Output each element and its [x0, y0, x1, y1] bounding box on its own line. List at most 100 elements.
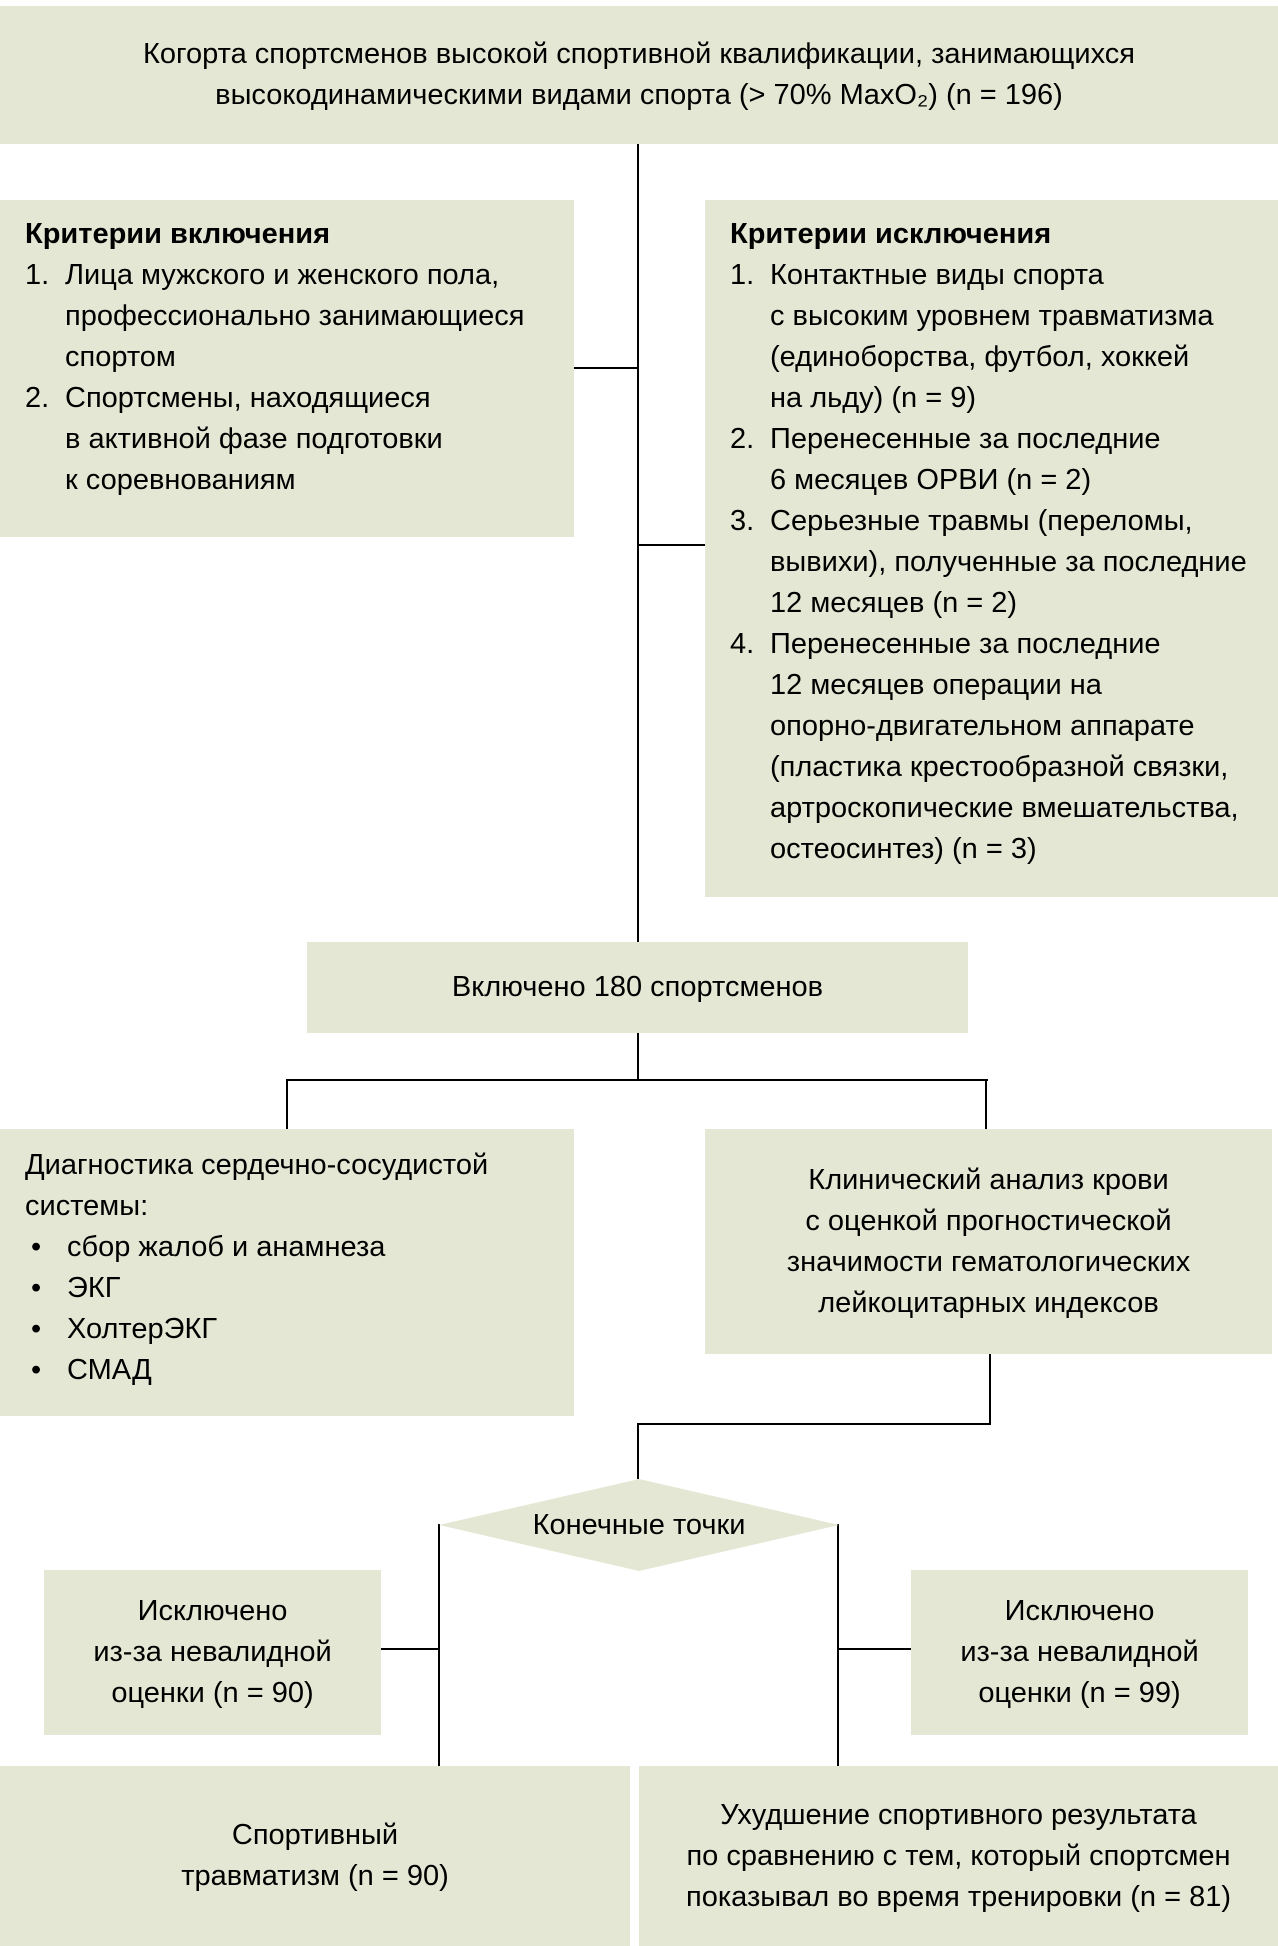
bullet-icon: •: [31, 1272, 42, 1304]
diagnostics-item-4: • СМАД: [25, 1350, 554, 1391]
exclusion-item-3: 3. Серьезные травмы (переломы, вывихи), …: [730, 501, 1263, 624]
connector-endpoints-drop: [637, 1423, 639, 1479]
item-number: 2.: [730, 423, 755, 455]
inclusion-title: Критерии включения: [25, 218, 331, 250]
text-line: (единоборства, футбол, хоккей: [770, 341, 1190, 373]
connector-endpoints-left-down: [438, 1524, 440, 1766]
diagnostics-box: Диагностика сердечно-сосудистой системы:…: [0, 1129, 574, 1416]
bullet-icon: •: [31, 1231, 42, 1263]
connector-split-horizontal: [286, 1079, 988, 1081]
text-line: значимости гематологических: [786, 1245, 1191, 1278]
diagnostics-title: Диагностика сердечно-сосудистой системы:: [25, 1145, 554, 1227]
cohort-text-line: высокодинамическими видами спорта (> 70%…: [215, 79, 1063, 111]
text-line: с оценкой прогностической: [805, 1204, 1172, 1237]
text-line: Лица мужского и женского пола,: [65, 259, 500, 291]
text-line: травматизм (n = 90): [181, 1860, 449, 1892]
text-line: Диагностика сердечно-сосудистой: [25, 1149, 489, 1181]
item-number: 4.: [730, 628, 755, 660]
text-line: Спортивный: [231, 1819, 399, 1851]
text-line: Клинический анализ крови: [808, 1163, 1169, 1196]
connector-top-to-included: [637, 144, 639, 942]
diamond-shape-icon: [439, 1479, 839, 1571]
item-number: 1.: [730, 259, 755, 291]
diagnostics-item-2: • ЭКГ: [25, 1268, 554, 1309]
endpoints-diamond: Конечные точки: [439, 1479, 839, 1571]
text-line: Исключено: [1004, 1595, 1155, 1627]
item-text: Контактные виды спорта с высоким уровнем…: [770, 255, 1263, 419]
connector-included-down: [637, 1033, 639, 1081]
exclusion-criteria-box: Критерии исключения 1. Контактные виды с…: [705, 200, 1278, 897]
text-line: показывал во время тренировки (n = 81): [685, 1880, 1232, 1913]
text-line: лейкоцитарных индексов: [818, 1286, 1159, 1319]
text-line: оценки (n = 99): [978, 1677, 1181, 1709]
excluded-right-box: Исключено из-за невалидной оценки (n = 9…: [911, 1570, 1248, 1735]
connector-blood-analysis-down: [989, 1354, 991, 1425]
text-line: Ухудшение спортивного результата: [720, 1798, 1197, 1831]
cohort-box: Когорта спортсменов высокой спортивной к…: [0, 6, 1278, 144]
text-line: 12 месяцев (n = 2): [770, 587, 1018, 619]
text-line: из-за невалидной: [960, 1636, 1199, 1668]
text-line: 12 месяцев операции на: [770, 669, 1102, 701]
text-line: 6 месяцев ОРВИ (n = 2): [770, 464, 1092, 496]
diagnostics-item-3: • ХолтерЭКГ: [25, 1309, 554, 1350]
text-line: с высоким уровнем травматизма: [770, 300, 1214, 332]
exclusion-item-1: 1. Контактные виды спорта с высоким уров…: [730, 255, 1263, 419]
item-text: Серьезные травмы (переломы, вывихи), пол…: [770, 501, 1263, 624]
endpoints-label: Конечные точки: [532, 1508, 746, 1541]
text-line: спортом: [65, 341, 176, 373]
item-number: 1.: [25, 259, 50, 291]
excluded-left-box: Исключено из-за невалидной оценки (n = 9…: [44, 1570, 381, 1735]
text-line: артроскопические вмешательства,: [770, 792, 1239, 824]
text-line: оценки (n = 90): [111, 1677, 314, 1709]
connector-to-endpoints-horizontal: [637, 1423, 991, 1425]
bullet-icon: •: [31, 1313, 42, 1345]
blood-analysis-box: Клинический анализ крови с оценкой прогн…: [705, 1129, 1272, 1354]
item-text: Спортсмены, находящиеся в активной фазе …: [65, 378, 554, 501]
text-line: (пластика крестообразной связки,: [770, 751, 1229, 783]
text-line: по сравнению с тем, который спортсмен: [686, 1839, 1231, 1872]
included-label: Включено 180 спортсменов: [451, 971, 824, 1003]
exclusion-item-4: 4. Перенесенные за последние 12 месяцев …: [730, 624, 1263, 870]
item-text: ЭКГ: [67, 1272, 121, 1304]
connector-exclusion-branch: [638, 544, 705, 546]
item-text: Перенесенные за последние 6 месяцев ОРВИ…: [770, 419, 1263, 501]
diagnostics-item-1: • сбор жалоб и анамнеза: [25, 1227, 554, 1268]
text-line: в активной фазе подготовки: [65, 423, 443, 455]
item-number: 2.: [25, 382, 50, 414]
cohort-text-line: Когорта спортсменов высокой спортивной к…: [143, 38, 1135, 70]
item-text: Лица мужского и женского пола, профессио…: [65, 255, 554, 378]
connector-inclusion-branch: [574, 367, 638, 369]
text-line: профессионально занимающиеся: [65, 300, 525, 332]
text-line: вывихи), полученные за последние: [770, 546, 1247, 578]
exclusion-title: Критерии исключения: [730, 218, 1052, 250]
item-number: 3.: [730, 505, 755, 537]
text-line: к соревнованиям: [65, 464, 296, 496]
text-line: опорно-двигательном аппарате: [770, 710, 1195, 742]
text-line: Серьезные травмы (переломы,: [770, 505, 1193, 537]
inclusion-item-2: 2. Спортсмены, находящиеся в активной фа…: [25, 378, 554, 501]
text-line: Спортсмены, находящиеся: [65, 382, 431, 414]
connector-endpoints-right-down: [837, 1524, 839, 1766]
item-text: СМАД: [67, 1354, 152, 1386]
bullet-icon: •: [31, 1354, 42, 1386]
text-line: из-за невалидной: [93, 1636, 332, 1668]
text-line: Контактные виды спорта: [770, 259, 1104, 291]
connector-excluded-right: [838, 1648, 912, 1650]
inclusion-criteria-box: Критерии включения 1. Лица мужского и же…: [0, 200, 574, 537]
outcome-traumatism-box: Спортивный травматизм (n = 90): [0, 1766, 630, 1946]
exclusion-item-2: 2. Перенесенные за последние 6 месяцев О…: [730, 419, 1263, 501]
item-text: ХолтерЭКГ: [67, 1313, 218, 1345]
text-line: на льду) (n = 9): [770, 382, 976, 414]
outcome-performance-box: Ухудшение спортивного результата по срав…: [639, 1766, 1278, 1946]
included-box: Включено 180 спортсменов: [307, 942, 968, 1033]
inclusion-item-1: 1. Лица мужского и женского пола, профес…: [25, 255, 554, 378]
connector-to-diagnostics: [286, 1079, 288, 1129]
item-text: Перенесенные за последние 12 месяцев опе…: [770, 624, 1263, 870]
text-line: остеосинтез) (n = 3): [770, 833, 1037, 865]
text-line: системы:: [25, 1190, 149, 1222]
item-text: сбор жалоб и анамнеза: [67, 1231, 386, 1263]
text-line: Исключено: [137, 1595, 288, 1627]
text-line: Перенесенные за последние: [770, 423, 1161, 455]
connector-excluded-left: [380, 1648, 440, 1650]
